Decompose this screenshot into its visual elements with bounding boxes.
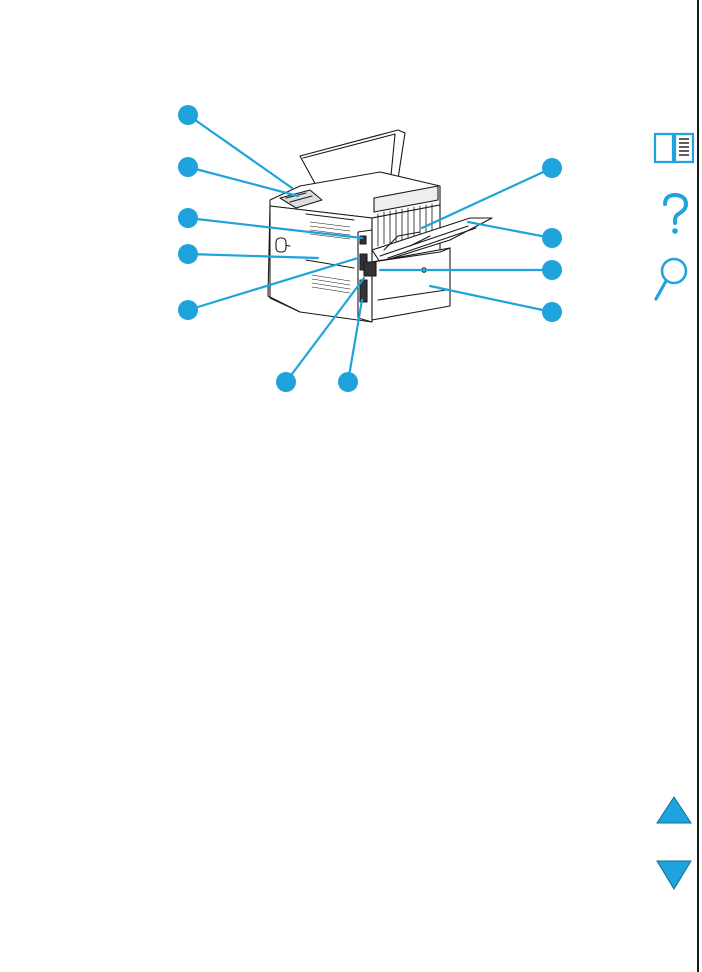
callout-leader-4 — [186, 252, 320, 260]
triangle-down-icon — [656, 860, 692, 890]
callout-marker-10 — [542, 260, 562, 280]
next-page-button[interactable] — [656, 860, 692, 890]
callout-marker-6 — [276, 372, 296, 392]
help-button[interactable] — [660, 193, 690, 237]
contents-button[interactable] — [652, 128, 696, 168]
callout-leader-7 — [346, 298, 364, 384]
callout-leader-1 — [186, 113, 294, 190]
callout-leader-9 — [466, 220, 554, 240]
callout-marker-11 — [542, 302, 562, 322]
search-button[interactable] — [652, 255, 692, 303]
callout-leader-5 — [186, 256, 360, 312]
page-edge-rule — [697, 0, 699, 972]
callout-marker-7 — [338, 372, 358, 392]
callout-leader-3 — [186, 216, 364, 240]
printer-rear-view-figure — [178, 105, 562, 392]
previous-page-button[interactable] — [656, 796, 692, 824]
callout-leader-6 — [284, 276, 366, 384]
callout-marker-1 — [178, 105, 198, 125]
callout-marker-3 — [178, 208, 198, 228]
callout-leader-8 — [420, 166, 554, 230]
callout-marker-9 — [542, 228, 562, 248]
callout-leader-2 — [186, 165, 300, 198]
magnifier-icon — [654, 257, 688, 301]
callout-marker-4 — [178, 244, 198, 264]
callout-marker-5 — [178, 300, 198, 320]
callout-marker-2 — [178, 157, 198, 177]
callout-leader-11 — [428, 284, 554, 314]
question-mark-icon — [663, 193, 689, 234]
callout-marker-8 — [542, 158, 562, 178]
triangle-up-icon — [656, 796, 692, 824]
book-icon — [653, 132, 695, 164]
